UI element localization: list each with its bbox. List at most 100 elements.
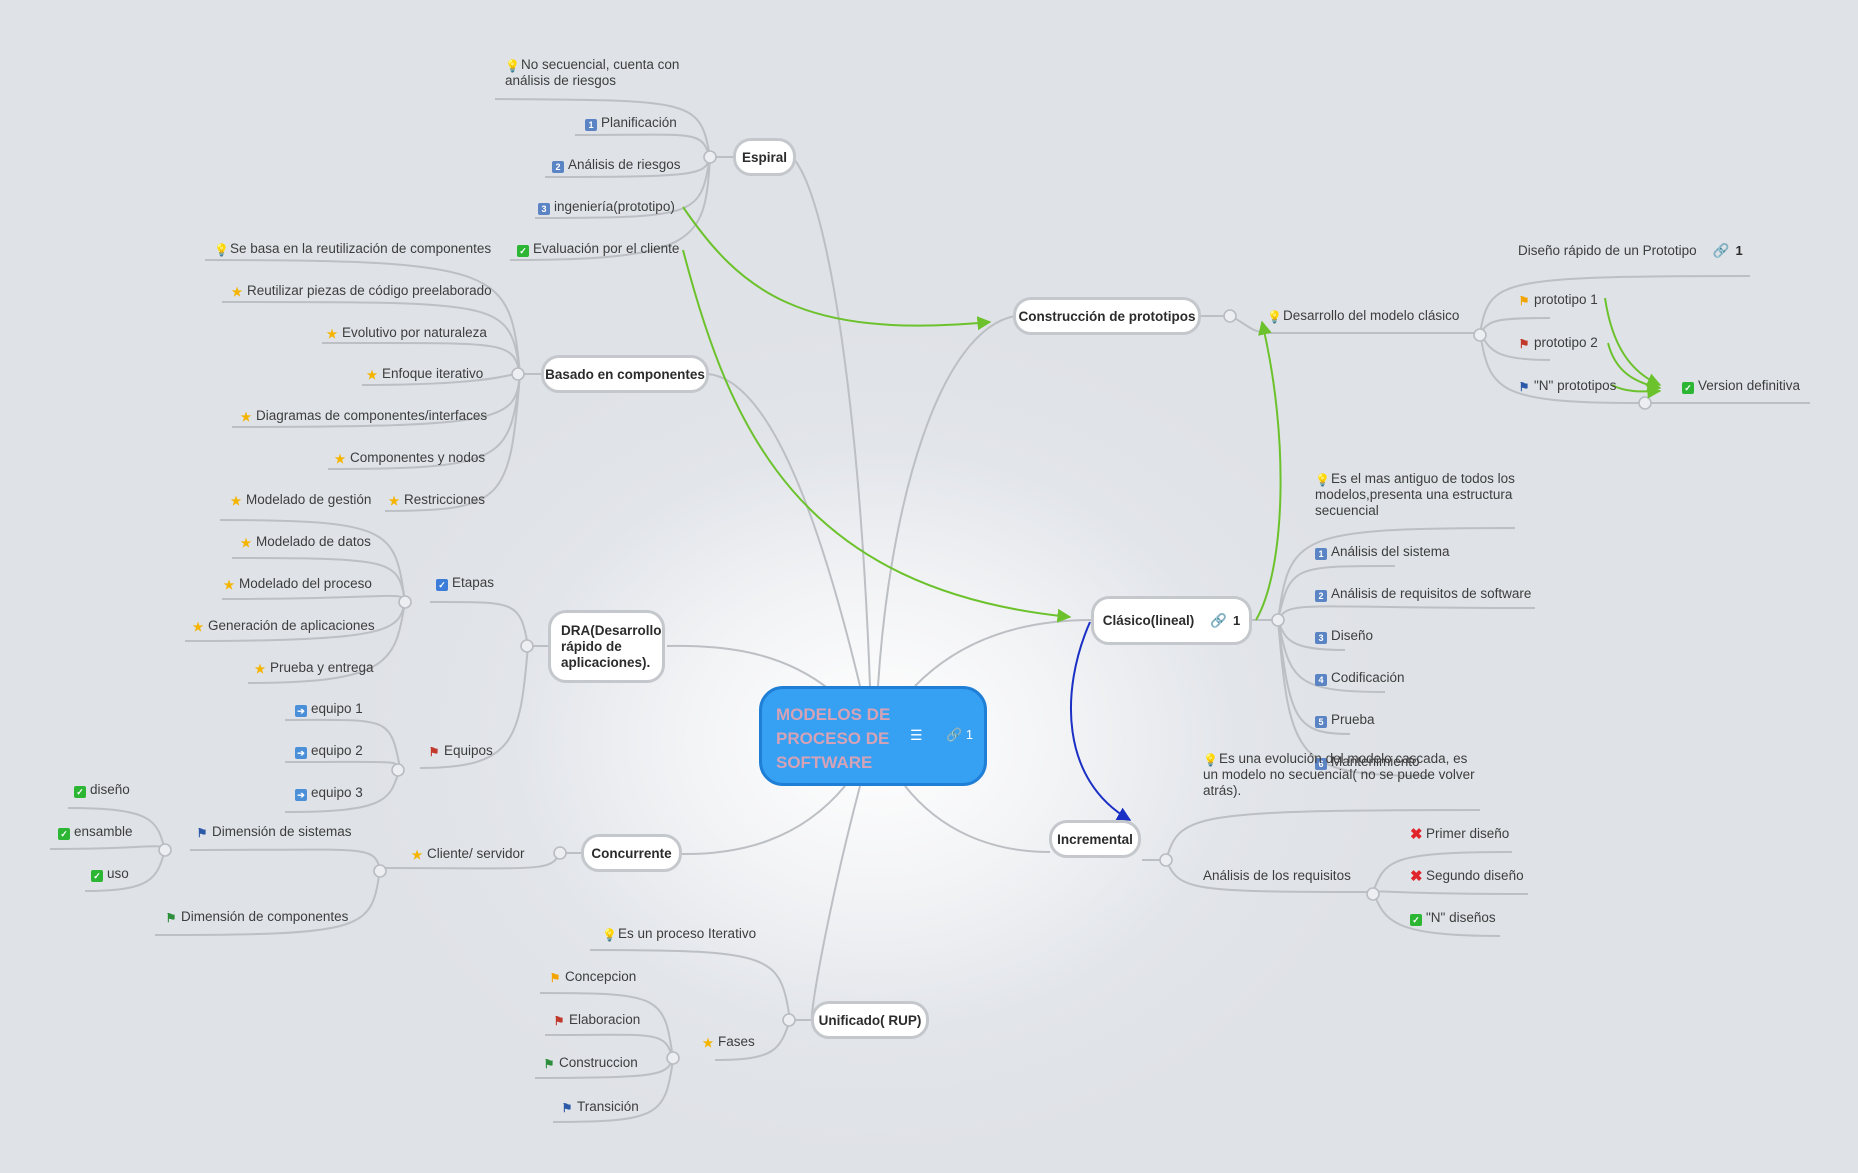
fase-item[interactable]: ⚑Transición <box>561 1099 639 1115</box>
check-icon: ✓ <box>1682 382 1694 394</box>
red-flag-icon: ⚑ <box>1518 337 1530 351</box>
check-icon: ✓ <box>58 828 70 840</box>
root-title: MODELOS DE PROCESO DE SOFTWARE <box>776 705 891 772</box>
number-1-icon: 1 <box>585 119 597 131</box>
bulb-icon: 💡 <box>602 928 617 942</box>
bulb-icon: 💡 <box>1315 473 1330 487</box>
requisito-item[interactable]: ✖Primer diseño <box>1410 826 1510 843</box>
fase-item[interactable]: ⚑Construccion <box>543 1055 638 1071</box>
bulb-icon: 💡 <box>214 243 229 257</box>
dra-etapa-item[interactable]: ★Modelado de datos <box>240 534 371 550</box>
concurrente-componentes[interactable]: ⚑Dimensión de componentes <box>165 909 349 925</box>
componentes-item[interactable]: 💡Se basa en la reutilización de componen… <box>214 241 492 257</box>
dra-equipos[interactable]: ⚑Equipos <box>428 743 493 759</box>
star-icon: ★ <box>192 620 204 634</box>
star-icon: ★ <box>223 578 235 592</box>
sistemas-item[interactable]: ✓diseño <box>74 782 130 798</box>
number-6-icon: 6 <box>1315 758 1327 770</box>
espiral-item[interactable]: ✓Evaluación por el cliente <box>517 241 679 257</box>
espiral-item[interactable]: 💡No secuencial, cuenta con análisis de r… <box>505 57 680 88</box>
topic-construccion-prototipos[interactable]: Construcción de prototipos <box>1013 297 1201 335</box>
concurrente-cliente[interactable]: ★Cliente/ servidor <box>411 846 525 862</box>
sistemas-item[interactable]: ✓ensamble <box>58 824 133 840</box>
bulb-icon: 💡 <box>1203 753 1218 767</box>
rup-fases[interactable]: ★Fases <box>702 1034 755 1050</box>
sistemas-item[interactable]: ✓uso <box>91 866 129 882</box>
componentes-item[interactable]: ★Restricciones <box>388 492 486 508</box>
check-icon: ✓ <box>74 786 86 798</box>
prototipo-item[interactable]: ⚑prototipo 1 <box>1518 292 1598 308</box>
prototipos-clasico[interactable]: 💡Desarrollo del modelo clásico <box>1267 308 1460 324</box>
check-icon: ✓ <box>91 870 103 882</box>
dra-equipo-item[interactable]: ➔equipo 2 <box>295 743 363 759</box>
close-icon: ✖ <box>1410 868 1423 885</box>
notes-icon[interactable]: ☰ <box>910 727 923 743</box>
arrow-right-icon: ➔ <box>295 789 307 801</box>
topic-basado-en-componentes[interactable]: Basado en componentes <box>541 355 709 393</box>
topic-concurrente[interactable]: Concurrente <box>581 834 682 872</box>
dra-etapa-item[interactable]: ★Modelado del proceso <box>223 576 372 592</box>
root-topic[interactable]: MODELOS DE PROCESO DE SOFTWARE ☰ 🔗 1 <box>759 686 987 786</box>
componentes-item[interactable]: ★Diagramas de componentes/interfaces <box>240 408 488 424</box>
dra-etapas[interactable]: ✓Etapas <box>436 575 494 591</box>
incremental-requisitos[interactable]: Análisis de los requisitos <box>1203 868 1351 883</box>
blue-flag-icon: ⚑ <box>196 826 208 840</box>
componentes-item[interactable]: ★Componentes y nodos <box>334 450 486 466</box>
star-icon: ★ <box>326 327 338 341</box>
red-flag-icon: ⚑ <box>428 745 440 759</box>
close-icon: ✖ <box>1410 826 1423 843</box>
star-icon: ★ <box>334 452 346 466</box>
prototipos-rapido[interactable]: Diseño rápido de un Prototipo🔗1 <box>1518 243 1743 258</box>
dra-equipo-item[interactable]: ➔equipo 1 <box>295 701 363 717</box>
rapido-link-count: 1 <box>1735 243 1743 258</box>
topic-dra[interactable]: DRA(Desarrollo rápido de aplicaciones). <box>548 610 665 683</box>
dra-etapa-item[interactable]: ★Modelado de gestión <box>230 492 372 508</box>
requisito-item[interactable]: ✖Segundo diseño <box>1410 868 1524 885</box>
fase-item[interactable]: ⚑Concepcion <box>549 969 637 985</box>
check-icon: ✓ <box>1410 914 1422 926</box>
yellow-flag-icon: ⚑ <box>549 971 561 985</box>
blue-flag-icon: ⚑ <box>561 1101 573 1115</box>
topic-clasico-title: Clásico(lineal) <box>1102 613 1195 628</box>
green-flag-icon: ⚑ <box>165 911 177 925</box>
rup-desc[interactable]: 💡Es un proceso Iterativo <box>602 926 757 942</box>
concurrente-sistemas[interactable]: ⚑Dimensión de sistemas <box>196 824 352 840</box>
blue-flag-icon: ⚑ <box>1518 380 1530 394</box>
dra-etapa-item[interactable]: ★Generación de aplicaciones <box>192 618 375 634</box>
componentes-item[interactable]: ★Enfoque iterativo <box>366 366 484 382</box>
topic-unificado-rup[interactable]: Unificado( RUP) <box>811 1001 929 1039</box>
dra-equipo-item[interactable]: ➔equipo 3 <box>295 785 363 801</box>
prototipos-final[interactable]: ✓Version definitiva <box>1682 378 1800 394</box>
dra-etapa-item[interactable]: ★Prueba y entrega <box>254 660 374 676</box>
topic-incremental[interactable]: Incremental <box>1049 820 1141 858</box>
arrow-right-icon: ➔ <box>295 705 307 717</box>
clasico-desc[interactable]: 💡Es el mas antiguo de todos los modelos,… <box>1315 471 1515 518</box>
prototipo-item[interactable]: ⚑prototipo 2 <box>1518 335 1598 351</box>
star-icon: ★ <box>240 536 252 550</box>
fase-item[interactable]: ⚑Elaboracion <box>553 1012 641 1028</box>
link-icon[interactable]: 🔗 <box>1210 612 1228 628</box>
componentes-item[interactable]: ★Reutilizar piezas de código preelaborad… <box>231 283 492 299</box>
requisito-item[interactable]: ✓"N" diseños <box>1410 910 1496 926</box>
number-3-icon: 3 <box>1315 632 1327 644</box>
topic-espiral[interactable]: Espiral <box>733 138 796 176</box>
root-link-count: 1 <box>965 727 974 742</box>
link-icon[interactable]: 🔗 <box>1712 243 1730 258</box>
topic-clasico-lineal[interactable]: Clásico(lineal) 🔗1 <box>1091 596 1252 645</box>
componentes-item[interactable]: ★Evolutivo por naturaleza <box>326 325 487 341</box>
prototipo-item[interactable]: ⚑"N" prototipos <box>1518 378 1617 394</box>
number-1-icon: 1 <box>1315 548 1327 560</box>
incremental-desc[interactable]: 💡Es una evolución del modelo cascada, es… <box>1203 751 1475 798</box>
star-icon: ★ <box>230 494 242 508</box>
link-icon[interactable]: 🔗 1 <box>946 727 974 742</box>
red-flag-icon: ⚑ <box>553 1014 565 1028</box>
